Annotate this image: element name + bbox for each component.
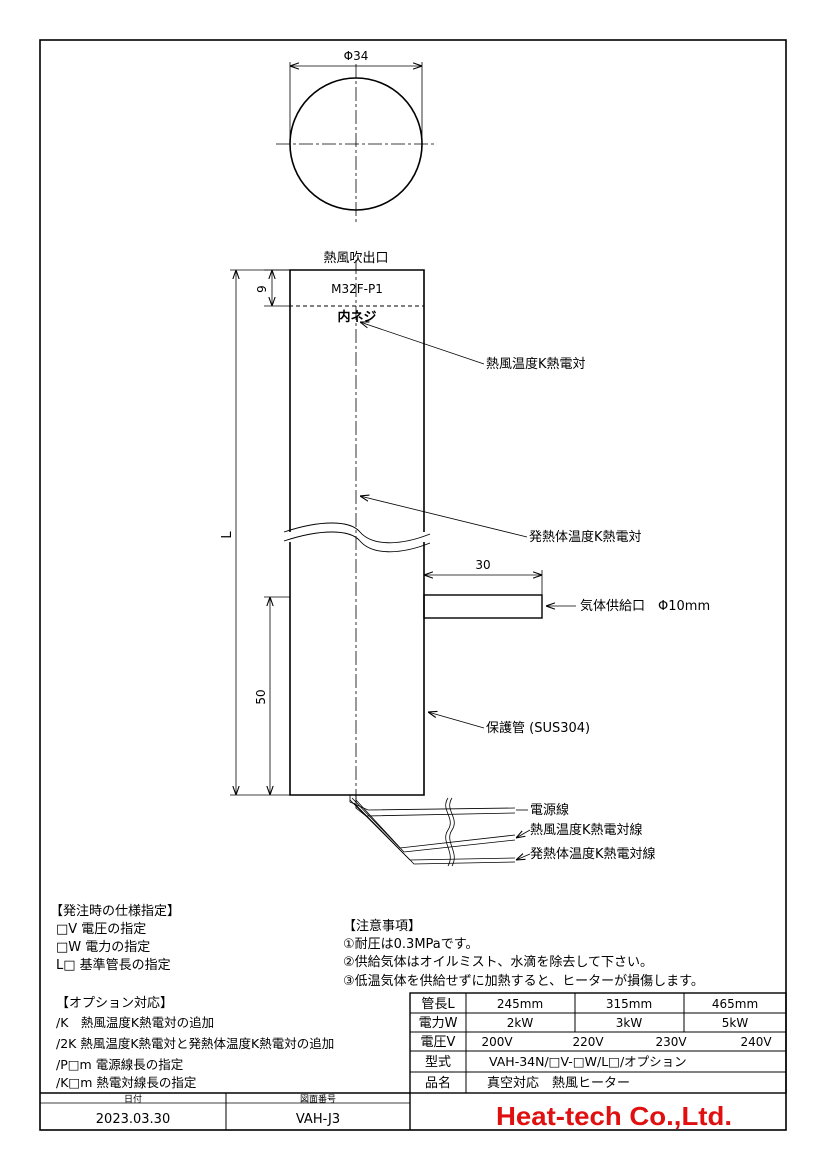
option-item: /K 熱風温度K熱電対の追加 [56, 1015, 214, 1030]
note-item: ①耐圧は0.3MPaです。 [343, 937, 478, 952]
order-spec-item: L□ 基準管長の指定 [56, 957, 171, 973]
spec-table [409, 992, 787, 1094]
thread-type: 内ネジ [337, 309, 376, 325]
power-label: 電力W [419, 1016, 458, 1031]
voltage-cell: 230V [655, 1035, 687, 1049]
voltage-cell: 220V [572, 1035, 604, 1049]
spec-table-text: 管長L 245mm 315mm 465mm 電力W 2kW 3kW 5kW 電圧… [419, 997, 773, 1091]
notes-title: 【注意事項】 [343, 918, 421, 934]
date-value: 2023.03.30 [96, 1112, 170, 1127]
tc-hot-air-label: 熱風温度K熱電対 [486, 356, 586, 372]
notes: 【注意事項】 ①耐圧は0.3MPaです。 ②供給気体はオイルミスト、水滴を除去し… [343, 918, 704, 989]
title-block [40, 1092, 411, 1130]
side-view: 熱風吹出口 M32F-P1 内ネジ 9 L 50 30 気体供給口 Φ10mm … [220, 251, 710, 867]
drawing-no-value: VAH-J3 [296, 1112, 340, 1127]
tube-length-cell: 315mm [606, 997, 652, 1011]
wires [349, 795, 516, 867]
option-item: /2K 熱風温度K熱電対と発熱体温度K熱電対の追加 [56, 1036, 334, 1051]
wire-tc-heater-label: 発熱体温度K熱電対線 [530, 846, 656, 862]
tc-heater-label: 発熱体温度K熱電対 [529, 529, 642, 545]
top-view: Φ34 [276, 49, 436, 224]
power-cell: 3kW [616, 1016, 643, 1030]
note-item: ③低温気体を供給せずに加熱すると、ヒーターが損傷します。 [343, 973, 704, 989]
date-label: 日付 [124, 1094, 142, 1105]
tube-length-cell: 465mm [712, 997, 758, 1011]
power-cell: 2kW [507, 1016, 534, 1030]
outlet-label: 熱風吹出口 [323, 251, 388, 266]
model-value: VAH-34N/□V-□W/L□/オプション [489, 1054, 687, 1069]
dim-50: 50 [254, 689, 268, 704]
drawing-no-label: 図面番号 [300, 1093, 336, 1105]
option-item: /P□m 電源線長の指定 [56, 1057, 183, 1072]
gas-inlet-label: 気体供給口 Φ10mm [580, 598, 710, 614]
dim-L: L [220, 531, 235, 539]
wire-power-label: 電源線 [530, 802, 569, 818]
options: 【オプション対応】 /K 熱風温度K熱電対の追加 /2K 熱風温度K熱電対と発熱… [56, 996, 334, 1090]
order-spec-item: □V 電圧の指定 [56, 922, 146, 937]
voltage-label: 電圧V [421, 1035, 456, 1050]
dim-9: 9 [255, 285, 269, 293]
company-logo: Heat-tech Co.,Ltd. [496, 1101, 732, 1131]
voltage-cell: 240V [740, 1035, 772, 1049]
dim-30: 30 [475, 558, 490, 572]
power-cell: 5kW [722, 1016, 749, 1030]
sheet-border [39, 39, 787, 1131]
order-spec-title: 【発注時の仕様指定】 [50, 904, 180, 919]
tube-length-cell: 245mm [497, 997, 543, 1011]
note-item: ②供給気体はオイルミスト、水滴を除去して下さい。 [343, 954, 653, 970]
diameter-label: Φ34 [344, 49, 369, 63]
order-spec-item: □W 電力の指定 [56, 940, 150, 955]
tube-length-label: 管長L [421, 997, 455, 1012]
wire-tc-hot-label: 熱風温度K熱電対線 [530, 822, 643, 838]
voltage-cell: 200V [481, 1035, 513, 1049]
thread-code: M32F-P1 [331, 282, 383, 296]
order-spec: 【発注時の仕様指定】 □V 電圧の指定 □W 電力の指定 L□ 基準管長の指定 [50, 904, 180, 973]
protective-tube-label: 保護管 (SUS304) [486, 720, 590, 736]
name-label: 品名 [425, 1075, 451, 1091]
options-title: 【オプション対応】 [56, 996, 173, 1011]
model-label: 型式 [425, 1055, 451, 1070]
option-item: /K□m 熱電対線長の指定 [56, 1075, 196, 1090]
name-value: 真空対応 熱風ヒーター [487, 1076, 630, 1091]
